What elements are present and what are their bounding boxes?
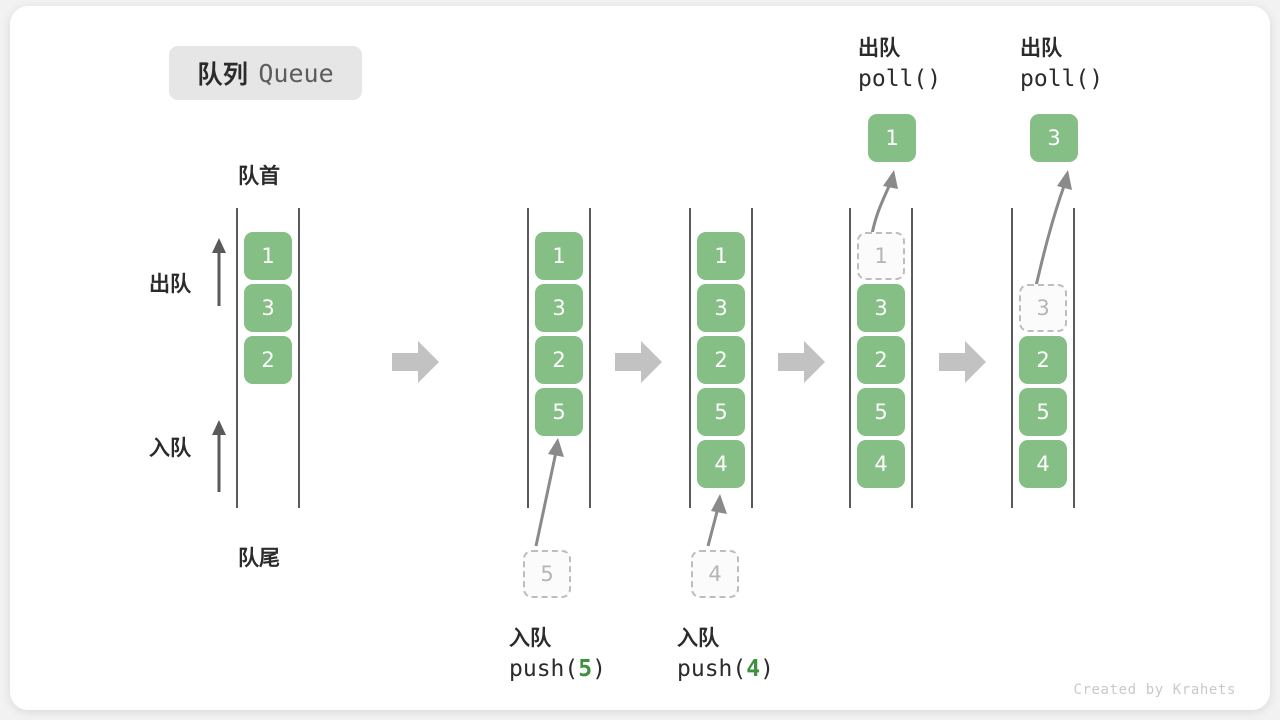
dequeue-label: 出队 <box>149 273 191 296</box>
queue-rail-right-5 <box>1073 208 1075 508</box>
poll-caption-cn: 出队 <box>1020 37 1062 60</box>
poll-caption-code: poll() <box>1020 66 1104 92</box>
queue-rail-left-5 <box>1011 208 1013 508</box>
title-english: Queue <box>258 58 334 88</box>
enqueue-arrow-icon <box>212 420 226 492</box>
flow-arrow-icon <box>939 341 986 383</box>
removed-ghost-box: 1 <box>857 232 905 280</box>
footer-credit: Created by Krahets <box>1073 682 1236 698</box>
tail-label: 队尾 <box>238 547 280 570</box>
poll-arrow-icon-3 <box>1034 170 1072 287</box>
push-code-value: 4 <box>746 656 761 682</box>
push-code-suffix: ) <box>760 656 774 682</box>
queue-item: 4 <box>857 440 905 488</box>
queue-item: 4 <box>1019 440 1067 488</box>
queue-item: 3 <box>535 284 583 332</box>
popped-item: 3 <box>1030 114 1078 162</box>
push-code-value: 5 <box>578 656 593 682</box>
queue-item: 1 <box>244 232 292 280</box>
poll-arrow-icon-1 <box>870 170 898 235</box>
queue-rail-left-3 <box>689 208 691 508</box>
push-caption-cn: 入队 <box>677 627 719 650</box>
queue-rail-left-4 <box>849 208 851 508</box>
queue-item: 2 <box>244 336 292 384</box>
dequeue-arrow-icon <box>212 238 226 306</box>
flow-arrow-icon <box>392 341 439 383</box>
incoming-ghost-box: 5 <box>523 550 571 598</box>
popped-item: 1 <box>868 114 916 162</box>
flow-arrow-icon <box>778 341 825 383</box>
push-arrow-icon-4 <box>706 494 727 547</box>
queue-rail-left-1 <box>236 208 238 508</box>
push-caption-code: push(5) <box>509 656 606 682</box>
queue-rail-left-2 <box>527 208 529 508</box>
push-arrow-icon-5 <box>534 438 564 547</box>
push-caption-code: push(4) <box>677 656 774 682</box>
poll-caption-code: poll() <box>858 66 942 92</box>
queue-rail-right-2 <box>589 208 591 508</box>
queue-rail-right-4 <box>911 208 913 508</box>
queue-item: 2 <box>1019 336 1067 384</box>
queue-rail-right-3 <box>751 208 753 508</box>
flow-arrow-icon <box>615 341 662 383</box>
queue-item: 3 <box>697 284 745 332</box>
queue-item: 5 <box>857 388 905 436</box>
queue-item-new: 4 <box>697 440 745 488</box>
queue-item: 2 <box>857 336 905 384</box>
head-label: 队首 <box>238 165 280 188</box>
queue-item: 5 <box>697 388 745 436</box>
queue-item: 2 <box>535 336 583 384</box>
removed-ghost-box: 3 <box>1019 284 1067 332</box>
push-code-suffix: ) <box>592 656 606 682</box>
push-code-prefix: push( <box>509 656 579 682</box>
push-caption-cn: 入队 <box>509 627 551 650</box>
incoming-ghost-box: 4 <box>691 550 739 598</box>
queue-item: 2 <box>697 336 745 384</box>
poll-caption-cn: 出队 <box>858 37 900 60</box>
queue-item: 1 <box>535 232 583 280</box>
title-chinese: 队列 <box>197 61 249 89</box>
queue-item: 3 <box>244 284 292 332</box>
queue-item: 1 <box>697 232 745 280</box>
queue-item-new: 5 <box>535 388 583 436</box>
queue-rail-right-1 <box>298 208 300 508</box>
title-badge: 队列 Queue <box>169 46 362 100</box>
push-code-prefix: push( <box>677 656 747 682</box>
queue-item: 3 <box>857 284 905 332</box>
queue-item: 5 <box>1019 388 1067 436</box>
enqueue-label: 入队 <box>149 437 191 460</box>
